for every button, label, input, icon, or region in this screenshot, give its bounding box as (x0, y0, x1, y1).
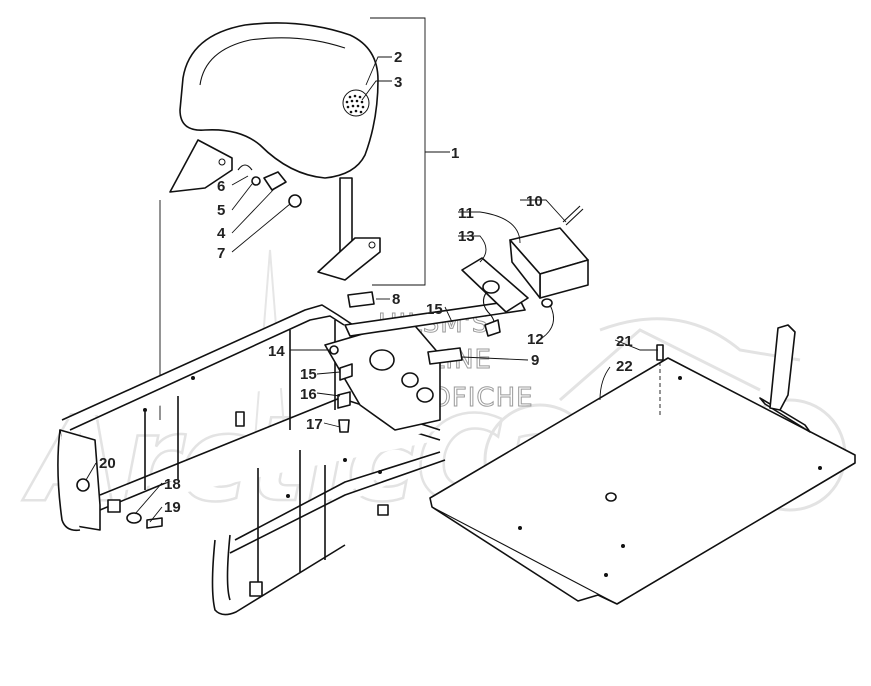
backrest-cushion (179, 22, 379, 179)
taillight-bolt (562, 205, 581, 223)
callout-label: 11 (458, 205, 474, 222)
backrest-assembly (159, 17, 450, 420)
backrest-emblem (342, 89, 370, 117)
rack-right-end (211, 539, 346, 616)
callout-label: 9 (531, 352, 539, 369)
callout-label: 1 (451, 145, 459, 162)
callout-label: 17 (306, 416, 323, 433)
leader-lines (85, 56, 658, 523)
callout-label: 21 (616, 333, 633, 350)
decal-9 (427, 347, 463, 365)
taillight-assembly (347, 205, 589, 365)
skid-plate (429, 324, 856, 605)
callout-label: 8 (392, 291, 400, 308)
callout-label: 22 (616, 358, 633, 375)
callout-label: 4 (217, 225, 226, 242)
rack-plate (344, 299, 526, 337)
backrest-upper-bracket (169, 139, 233, 193)
callout-label: 6 (217, 178, 225, 195)
callout-1-bracket (370, 17, 450, 286)
callout-label: 15 (300, 366, 317, 383)
callout-label: 2 (394, 49, 402, 66)
callout-label: 15 (426, 301, 443, 318)
callout-label: 18 (164, 476, 181, 493)
callout-label: 13 (458, 228, 475, 245)
backrest-hardware (237, 164, 302, 208)
callout-label: 7 (217, 245, 225, 262)
callout-label: 12 (527, 331, 544, 348)
callout-label: 16 (300, 386, 317, 403)
callout-label: 5 (217, 202, 225, 219)
backrest-lower-bracket (317, 237, 381, 281)
callout-label: 14 (268, 343, 285, 360)
callout-label: 10 (526, 193, 543, 210)
callout-label: 3 (394, 74, 402, 91)
callout-labels: 1 2 3 4 5 6 7 8 9 10 11 12 13 14 15 15 1… (99, 49, 633, 516)
plate-handle (769, 324, 796, 411)
rear-rack (57, 299, 526, 616)
decal-8 (347, 291, 375, 308)
callout-label: 19 (164, 499, 181, 516)
callout-label: 20 (99, 455, 116, 472)
